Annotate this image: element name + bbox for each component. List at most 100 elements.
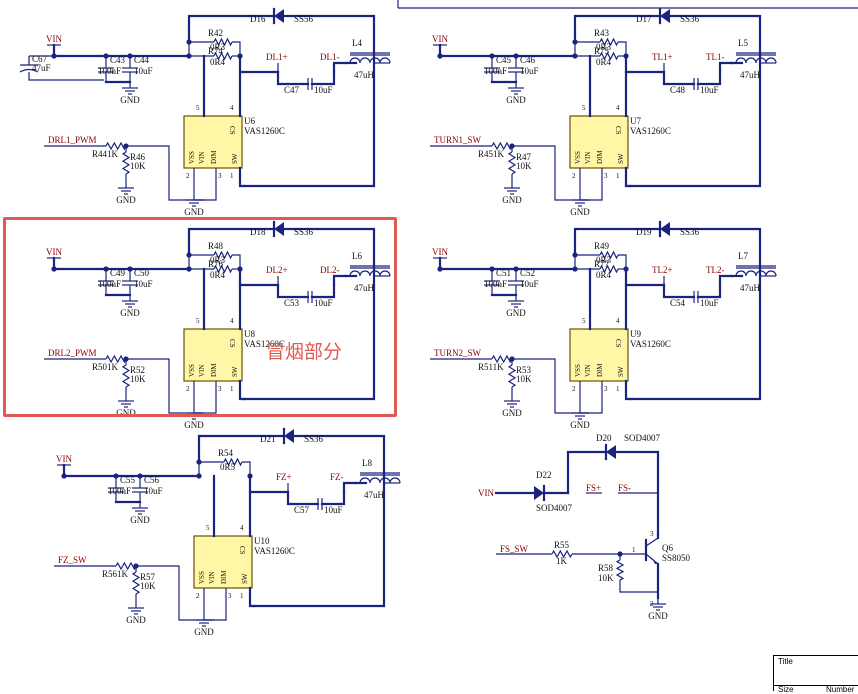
- gnd-symbol: [186, 199, 202, 207]
- gnd-symbol: [196, 619, 212, 627]
- wire: [566, 450, 608, 495]
- wire: [286, 490, 320, 506]
- ic-ref: U6: [244, 116, 255, 126]
- resistor-ref-value: R441K: [92, 149, 119, 159]
- wire: [614, 450, 660, 536]
- wire: [696, 283, 722, 299]
- input-resistor: [105, 354, 127, 364]
- wire: [136, 565, 180, 568]
- fs-sw-net-label: FS_SW: [500, 544, 529, 554]
- net-label: TL1-: [706, 52, 725, 62]
- wire: [662, 283, 696, 299]
- gnd-label: GND: [120, 95, 140, 105]
- input-resistor: [491, 141, 513, 151]
- ic-part: VAS1260C: [254, 546, 295, 556]
- pin-number: 5: [206, 524, 210, 532]
- pin-number: 1: [616, 172, 620, 180]
- title-block: Title Size Number: [773, 655, 858, 694]
- wire: [187, 227, 274, 257]
- pin-number: 1: [230, 385, 234, 393]
- cap-ref: C56: [144, 475, 160, 485]
- input-resistor: [491, 354, 513, 364]
- wire: [252, 434, 386, 608]
- cap-value: 47uF: [32, 63, 51, 73]
- wire: [238, 166, 246, 188]
- wire: [248, 586, 256, 608]
- gnd-label: GND: [570, 207, 590, 217]
- title-block-number: Number: [826, 685, 855, 694]
- cap-value: 10uF: [324, 505, 343, 515]
- ic-ref: U8: [244, 329, 255, 339]
- electrolytic-capacitor-symbol: [19, 64, 39, 73]
- gnd-label: GND: [502, 408, 522, 418]
- input-resistor: [115, 561, 137, 571]
- pin-vin: VIN: [198, 365, 206, 377]
- resistor-ref: R48: [208, 241, 224, 251]
- inductor-value: 47uH: [740, 283, 761, 293]
- gnd-label: GND: [570, 420, 590, 430]
- wire: [193, 188, 204, 201]
- vin-label: VIN: [432, 34, 448, 44]
- led-driver-ic: [569, 328, 629, 382]
- junction-dot: [572, 39, 578, 45]
- wire: [310, 283, 336, 299]
- wire: [197, 434, 284, 464]
- inductor-symbol: [349, 52, 391, 64]
- resistor-ref: R47: [516, 152, 532, 162]
- transistor-part: SS8050: [662, 553, 691, 563]
- ic-ref: U10: [254, 536, 270, 546]
- gnd-symbol: [122, 300, 138, 308]
- resistor-value: 0R3: [210, 255, 226, 265]
- gnd-symbol: [122, 87, 138, 95]
- inductor-symbol: [359, 472, 401, 484]
- rsense-b-label-turn1: R75: [594, 46, 610, 56]
- pin-number: 4: [616, 104, 620, 112]
- pin-vin: VIN: [584, 365, 592, 377]
- vin-label: VIN: [46, 247, 62, 257]
- cap-ref: C46: [520, 55, 536, 65]
- wire: [320, 490, 346, 506]
- vin-label: VIN: [46, 34, 62, 44]
- wire: [332, 274, 348, 287]
- junction-dot: [196, 459, 202, 465]
- cap-ref: C44: [134, 55, 150, 65]
- inductor-value: 47uH: [354, 70, 375, 80]
- pin-vin: VIN: [208, 572, 216, 584]
- resistor-value: 0R3: [210, 42, 226, 52]
- wire: [232, 41, 241, 56]
- cap-ref: C47: [284, 85, 300, 95]
- pin-number: 5: [196, 317, 200, 325]
- resistor-ref: R77: [594, 259, 610, 269]
- highlight-label: 冒烟部分: [266, 341, 343, 363]
- rsense-resistor: [599, 37, 619, 47]
- pwm-net-label: DRL1_PWM: [48, 135, 97, 145]
- gnd-label: GND: [116, 195, 136, 205]
- pin-sw: SW: [231, 153, 239, 164]
- title-block-size: Size: [778, 685, 794, 694]
- npn-transistor: [644, 537, 659, 565]
- cap-ref: C54: [670, 298, 686, 308]
- inductor-ref: L7: [738, 251, 748, 261]
- resistor-value: 0R3: [596, 255, 612, 265]
- inductor-symbol: [349, 265, 391, 277]
- net-label: FS-: [618, 483, 631, 493]
- wire: [579, 401, 590, 414]
- resistor-ref: R43: [594, 28, 610, 38]
- pin-cs: CS: [238, 546, 246, 555]
- gnd-label: GND: [184, 420, 204, 430]
- pin-vss: VSS: [188, 151, 196, 164]
- sheet-border: [397, 0, 858, 9]
- resistor-ref: R57: [140, 572, 156, 582]
- schottky-diode: [282, 427, 294, 445]
- gnd-label: GND: [184, 207, 204, 217]
- resistor-value: 10K: [130, 161, 146, 171]
- vin-label: VIN: [56, 454, 72, 464]
- ic-part: VAS1260C: [630, 339, 671, 349]
- diode-ref: D16: [250, 14, 266, 24]
- resistor-ref: R58: [598, 563, 614, 573]
- gnd-symbol: [132, 507, 148, 515]
- base-resistor: [551, 549, 573, 559]
